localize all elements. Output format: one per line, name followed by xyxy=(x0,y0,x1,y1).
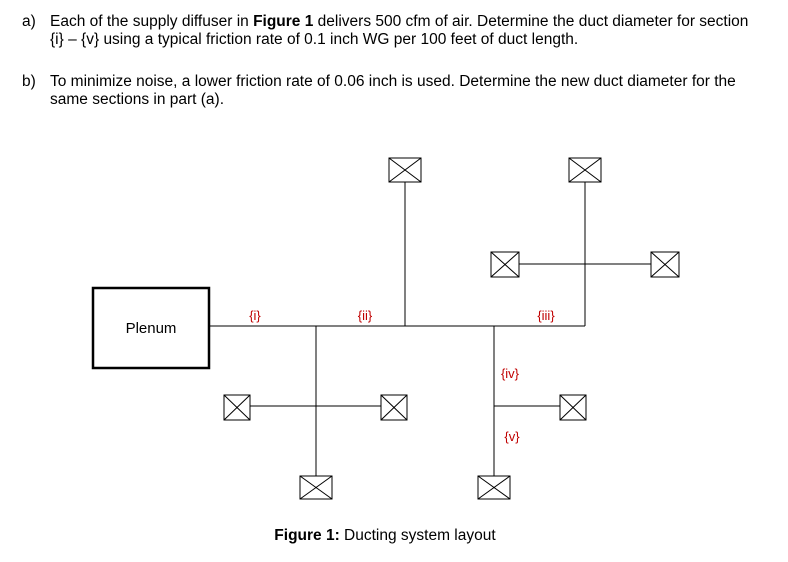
plenum-box xyxy=(91,286,211,370)
section-label-iii: {iii} xyxy=(537,308,555,323)
section-label-i: {i} xyxy=(249,308,261,323)
diffuser-icon xyxy=(299,475,333,500)
question-a-label: a) xyxy=(22,13,36,30)
diffuser-icon xyxy=(388,157,422,183)
figure-caption: Figure 1: Ducting system layout xyxy=(274,527,496,544)
diffuser-icon xyxy=(223,394,251,421)
question-b-text: To minimize noise, a lower friction rate… xyxy=(50,73,736,108)
section-label-v: {v} xyxy=(504,429,520,444)
question-a-text: Each of the supply diffuser in Figure 1 … xyxy=(50,13,749,48)
diffuser-icon xyxy=(650,251,680,278)
diffuser-icon xyxy=(490,251,520,278)
diffuser-icon xyxy=(380,394,408,421)
figure-ref: Figure 1 xyxy=(253,13,314,30)
diffuser-icon xyxy=(568,157,602,183)
question-b-label: b) xyxy=(22,73,36,90)
diffuser-icon xyxy=(477,475,511,500)
diffuser-icon xyxy=(559,394,587,421)
plenum-label: Plenum xyxy=(126,320,177,337)
section-label-iv: {iv} xyxy=(501,366,520,381)
section-label-ii: {ii} xyxy=(358,308,373,323)
